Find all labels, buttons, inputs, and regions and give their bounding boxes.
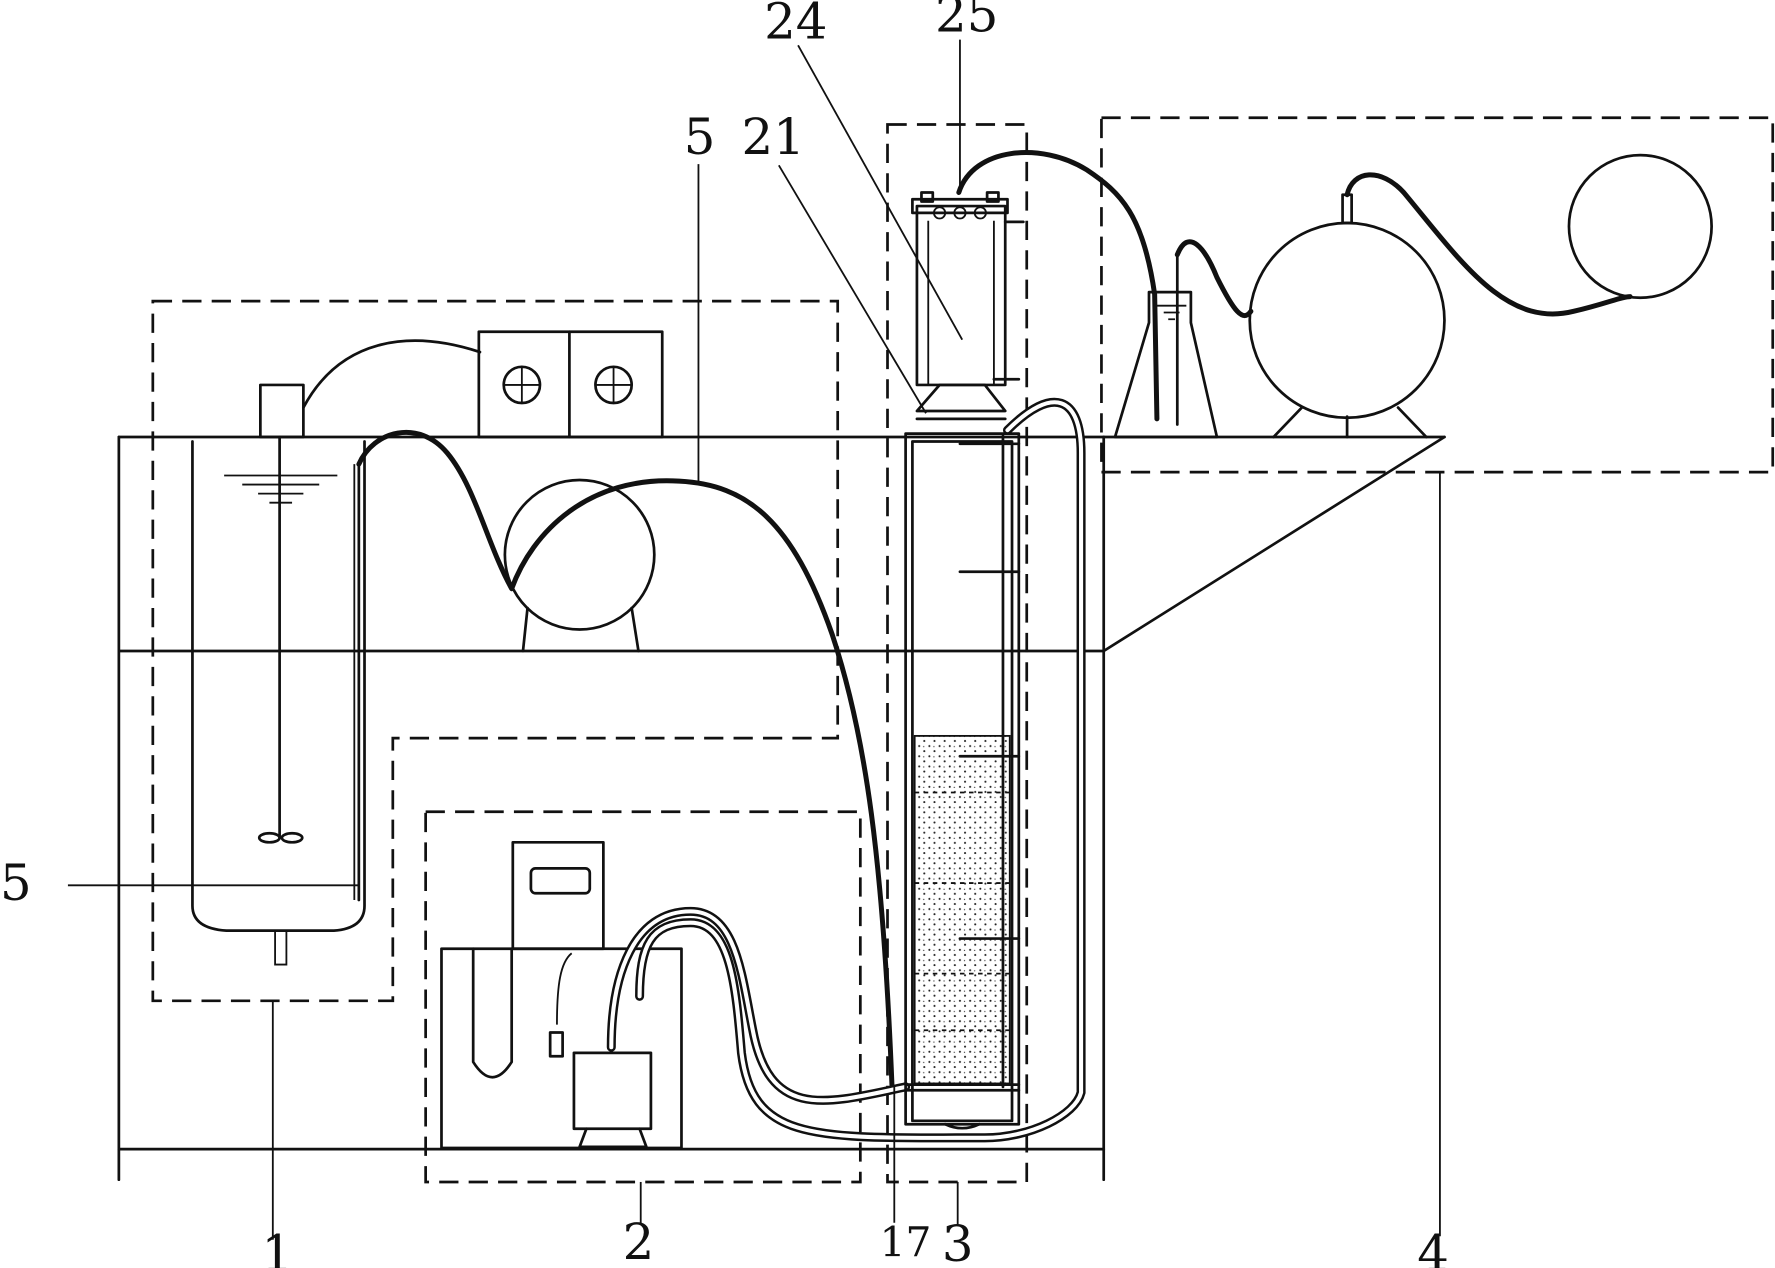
support-frame — [117, 435, 1446, 1182]
vacuum-pump — [1248, 193, 1446, 439]
control-box — [477, 330, 664, 439]
gas-collection-bag — [1567, 153, 1713, 300]
motor-cable — [302, 339, 482, 409]
peristaltic-pump — [503, 478, 656, 653]
label-4: 4 — [1417, 1224, 1449, 1268]
label-5-left: 5 — [0, 854, 32, 912]
label-3: 3 — [942, 1215, 974, 1268]
agitator-motor — [257, 383, 305, 844]
gas-hose — [956, 150, 1160, 422]
reaction-column — [904, 432, 1021, 1130]
label-21: 21 — [741, 108, 804, 166]
label-17: 17 — [880, 1219, 932, 1267]
feed-hose — [356, 429, 895, 1090]
label-2: 2 — [623, 1213, 655, 1268]
packed-bed — [913, 734, 1011, 1085]
module-1-boundary — [151, 299, 840, 1003]
water-bath — [440, 840, 683, 1150]
label-25: 25 — [935, 0, 998, 44]
leader-lines — [67, 39, 1441, 1240]
label-1: 1 — [261, 1224, 293, 1268]
label-5-top: 5 — [684, 108, 716, 166]
column-head — [911, 191, 1025, 421]
module-4-boundary — [1100, 116, 1775, 474]
module-2-boundary — [424, 810, 862, 1184]
label-24: 24 — [764, 0, 827, 50]
gas-washing-flask — [1113, 253, 1219, 439]
